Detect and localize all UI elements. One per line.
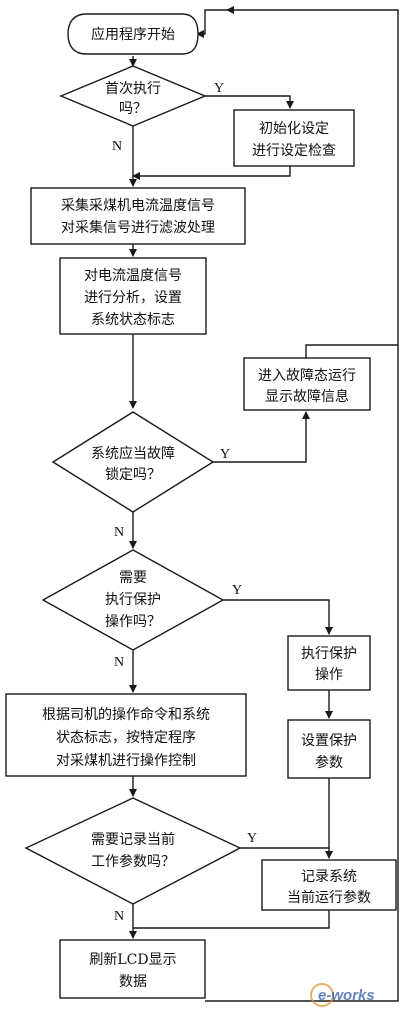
fault-box-line1: 进入故障态运行 — [258, 368, 356, 384]
decision-first-run: 首次执行 吗？ Y N — [59, 65, 224, 154]
decision-protect-line3: 操作吗？ — [105, 614, 161, 630]
protect-box-line1: 执行保护 — [301, 646, 357, 662]
lcd-box-line2: 数据 — [119, 974, 147, 990]
fault-box: 进入故障态运行 显示故障信息 — [243, 357, 371, 411]
set-protect-box-line2: 参数 — [315, 754, 343, 771]
no-label-record: N — [114, 909, 124, 924]
decision-record-line2: 工作参数吗？ — [91, 853, 175, 870]
yes-label-first-run: Y — [214, 81, 224, 96]
start-terminator-shape — [67, 13, 199, 55]
decision-fault-lock: 系统应当故障 锁定吗？ Y N — [51, 411, 230, 540]
decision-protect-shape — [41, 549, 225, 651]
yes-label-protect: Y — [232, 583, 242, 598]
decision-record: 需要记录当前 工作参数吗？ Y N — [24, 797, 257, 924]
decision-fault-lock-shape — [51, 411, 215, 513]
arrow-protect-yes — [223, 599, 333, 635]
collect-box-line1: 采集采煤机电流温度信号 — [61, 197, 215, 214]
collect-box: 采集采煤机电流温度信号 对采集信号进行滤波处理 — [30, 187, 246, 245]
control-box: 根据司机的操作命令和系统 状态标志，按特定程序 对采煤机进行操作控制 — [5, 693, 247, 777]
no-label-fault: N — [114, 525, 124, 540]
arrow-loop-back — [205, 6, 399, 1002]
decision-first-run-line2: 吗？ — [119, 101, 147, 117]
decision-protect-line2: 执行保护 — [105, 592, 161, 608]
watermark-text: e-works — [318, 987, 375, 1004]
start-label: 应用程序开始 — [91, 26, 175, 43]
protect-box: 执行保护 操作 — [287, 635, 371, 691]
decision-record-shape — [24, 797, 242, 905]
init-box-line2: 进行设定检查 — [252, 143, 336, 159]
line-fault-to-loop — [305, 344, 398, 358]
control-box-line3: 对采煤机进行操作控制 — [56, 753, 196, 769]
analyze-box-line2: 进行分析，设置 — [84, 290, 182, 306]
set-protect-box-shape — [287, 719, 371, 779]
arrow-fault-yes — [213, 411, 310, 463]
connectors — [129, 6, 399, 1002]
protect-box-shape — [287, 635, 371, 691]
record-box-line1: 记录系统 — [301, 869, 357, 885]
control-box-line1: 根据司机的操作命令和系统 — [42, 706, 210, 723]
protect-box-line2: 操作 — [315, 667, 343, 683]
init-box-line1: 初始化设定 — [259, 120, 329, 137]
lcd-box-shape — [59, 939, 206, 999]
decision-protect-line1: 需要 — [119, 570, 147, 586]
analyze-box-line3: 系统状态标志 — [91, 312, 175, 328]
set-protect-box-line1: 设置保护 — [301, 733, 357, 749]
decision-first-run-line1: 首次执行 — [105, 81, 161, 97]
record-box-line2: 当前运行参数 — [287, 889, 371, 906]
yes-label-record: Y — [247, 831, 257, 846]
decision-fault-lock-line1: 系统应当故障 — [91, 445, 175, 462]
start-node: 应用程序开始 — [67, 13, 199, 55]
no-label-protect: N — [114, 655, 124, 670]
watermark-logo-icon — [310, 983, 334, 1007]
collect-box-shape — [30, 187, 246, 245]
control-box-line2: 状态标志，按特定程序 — [56, 730, 196, 746]
decision-first-run-shape — [59, 65, 207, 127]
lcd-box-line1: 刷新LCD显示 — [89, 952, 176, 968]
record-box: 记录系统 当前运行参数 — [261, 859, 397, 911]
analyze-box: 对电流温度信号 进行分析，设置 系统状态标志 — [59, 257, 207, 335]
arrow-first-run-yes — [205, 95, 294, 109]
decision-record-line1: 需要记录当前 — [91, 831, 175, 848]
watermark: e-works — [310, 983, 375, 1007]
init-box: 初始化设定 进行设定检查 — [233, 109, 355, 167]
fault-box-shape — [243, 357, 371, 411]
no-label-first-run: N — [112, 139, 122, 154]
arrow-init-merge — [132, 166, 291, 180]
set-protect-box: 设置保护 参数 — [287, 719, 371, 779]
control-box-shape — [5, 693, 247, 777]
record-box-shape — [261, 859, 397, 911]
decision-fault-lock-line2: 锁定吗？ — [105, 467, 161, 483]
line-record-to-lcd — [133, 910, 330, 929]
analyze-box-shape — [59, 257, 207, 335]
lcd-box: 刷新LCD显示 数据 — [59, 939, 206, 999]
analyze-box-line1: 对电流温度信号 — [84, 268, 182, 284]
fault-box-line2: 显示故障信息 — [265, 388, 349, 405]
arrow-loop-into-start — [196, 9, 227, 38]
init-box-shape — [233, 109, 355, 167]
decision-protect: 需要 执行保护 操作吗？ Y N — [41, 549, 242, 670]
collect-box-line2: 对采集信号进行滤波处理 — [61, 219, 215, 236]
yes-label-fault: Y — [220, 447, 230, 462]
